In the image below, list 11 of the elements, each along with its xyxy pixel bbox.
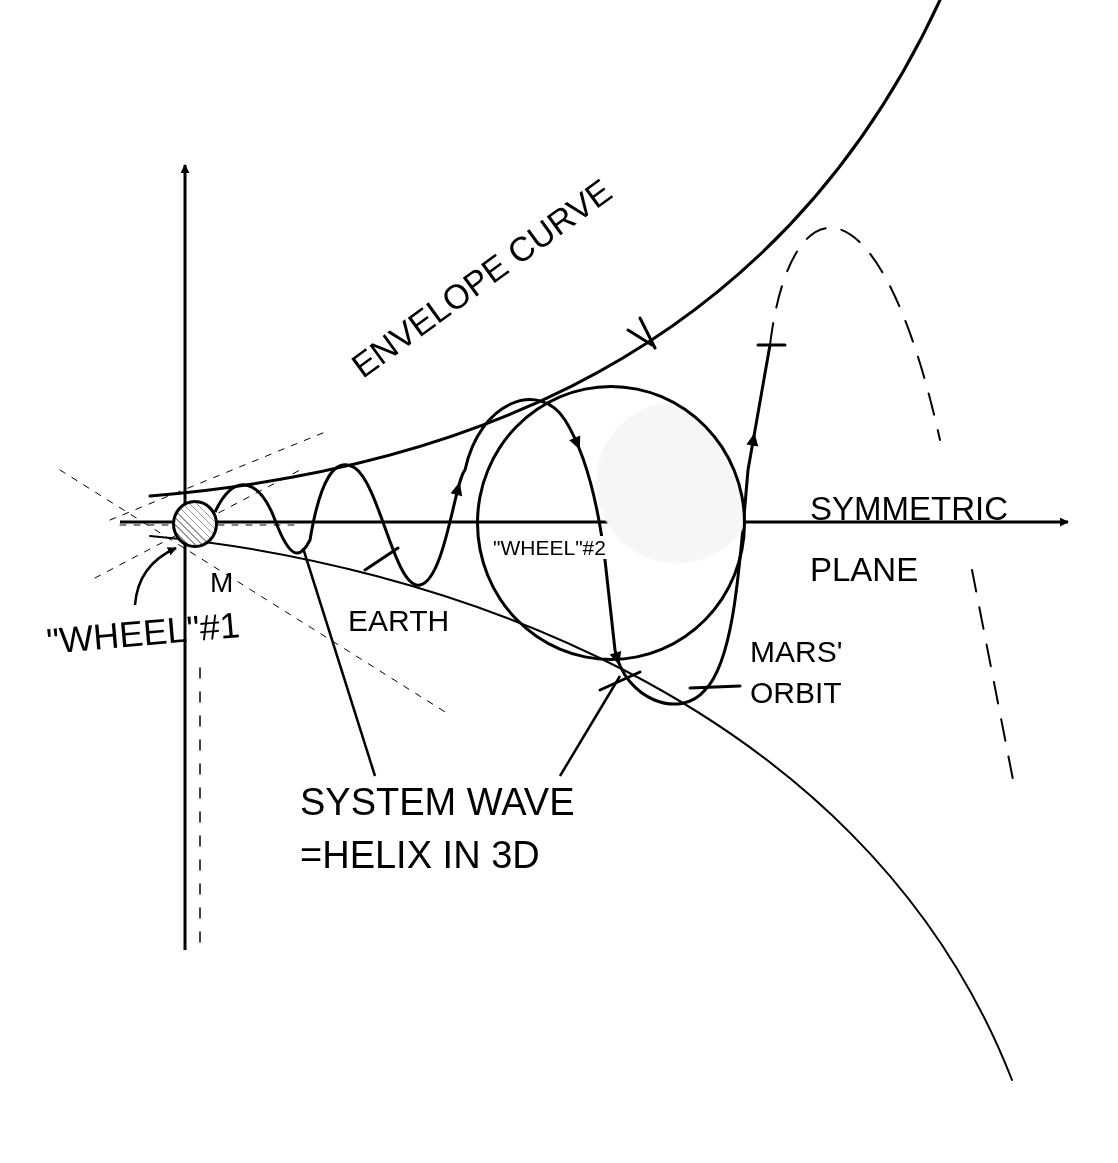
wheel-label: "WHEEL"#2 <box>491 536 608 560</box>
wheel-circle <box>172 500 218 548</box>
mass-label: M <box>210 568 235 599</box>
arrow <box>133 546 177 606</box>
planet-label: EARTH <box>348 604 451 637</box>
orbit-label: MARS' ORBIT <box>750 634 844 711</box>
wheel-label: "WHEEL"#1 <box>45 603 263 662</box>
plane-label: SYMMETRIC PLANE <box>810 489 1009 591</box>
leader-line <box>558 675 622 777</box>
leader-line <box>301 547 377 777</box>
annotation-text: SYSTEM WAVE =HELIX IN 3D <box>300 776 610 883</box>
